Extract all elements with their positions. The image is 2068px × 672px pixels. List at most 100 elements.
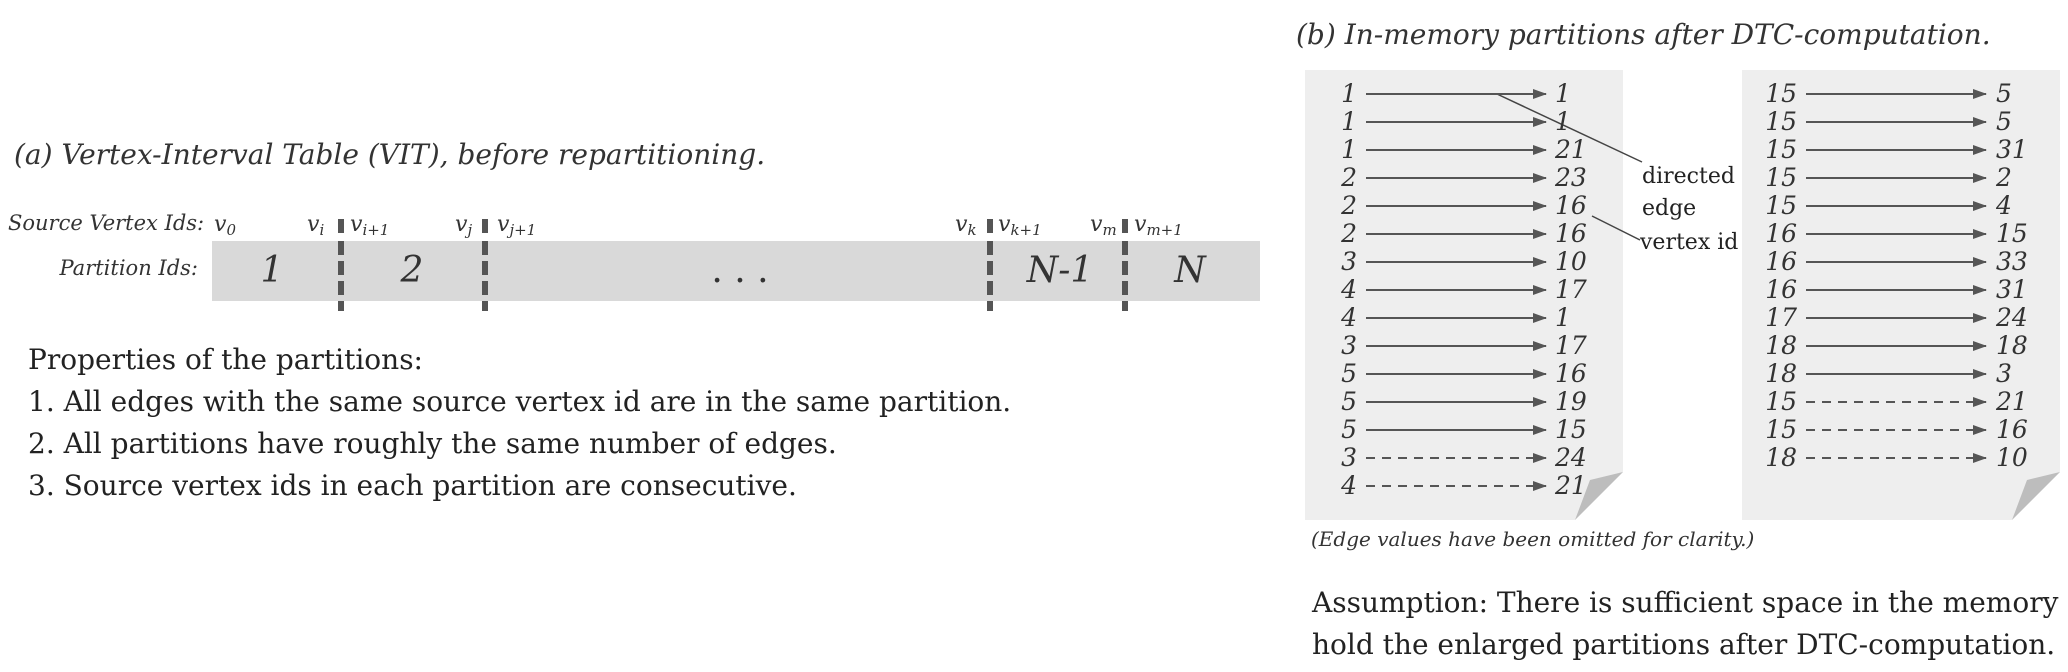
right-edge-src-13: 18 [1765, 443, 1797, 472]
left-edge-src-13: 3 [1341, 443, 1357, 472]
vertex-label-vm: vm [1090, 212, 1117, 239]
assumption-line-2: hold the enlarged partitions after DTC-c… [1312, 628, 2056, 661]
left-edge-src-9: 3 [1341, 331, 1357, 360]
left-edge-src-3: 2 [1340, 163, 1357, 192]
right-edge-src-5: 16 [1765, 219, 1797, 248]
annotation-directed: directed [1642, 164, 1735, 189]
right-edge-src-9: 18 [1765, 331, 1797, 360]
property-2: 2. All partitions have roughly the same … [28, 427, 837, 460]
separator-top-k [987, 219, 993, 233]
right-edge-src-10: 18 [1765, 359, 1797, 388]
directed-edge-leader [1496, 93, 1643, 163]
vertex-label-vm1: vm+1 [1134, 212, 1183, 239]
right-page-fold [2012, 472, 2060, 520]
right-edge-dst-10: 3 [1996, 359, 2012, 388]
left-edge-src-10: 5 [1341, 359, 1357, 388]
right-edge-dst-13: 10 [1996, 443, 2028, 472]
vertex-label-v0: v0 [214, 212, 236, 239]
left-edge-dst-6: 10 [1555, 247, 1587, 276]
left-edge-dst-8: 1 [1555, 303, 1571, 332]
edge-values-note: (Edge values have been omitted for clari… [1311, 527, 1755, 551]
assumption-line-1: Assumption: There is sufficient space in… [1312, 586, 2068, 619]
right-edge-dst-3: 2 [1995, 163, 2012, 192]
left-edge-src-11: 5 [1341, 387, 1357, 416]
annotation-vertex-id: vertex id [1640, 230, 1739, 255]
left-edge-dst-2: 21 [1554, 135, 1587, 164]
left-edge-dst-12: 15 [1555, 415, 1587, 444]
part-b-title: (b) In-memory partitions after DTC-compu… [1296, 18, 1991, 51]
part-a-title: (a) Vertex-Interval Table (VIT), before … [14, 138, 766, 171]
separator-top-i [338, 219, 344, 233]
vertex-label-vk: vk [955, 212, 977, 239]
right-edge-dst-8: 24 [1995, 303, 2028, 332]
left-edge-src-7: 4 [1340, 275, 1357, 304]
right-edge-dst-5: 15 [1996, 219, 2028, 248]
left-edge-dst-1: 1 [1555, 107, 1571, 136]
left-edge-dst-9: 17 [1555, 331, 1587, 360]
right-edge-dst-0: 5 [1996, 79, 2012, 108]
right-edge-dst-1: 5 [1996, 107, 2012, 136]
property-1: 1. All edges with the same source vertex… [28, 385, 1012, 418]
right-edge-dst-2: 31 [1996, 135, 2028, 164]
partition-id-ellipsis: . . . [711, 250, 769, 291]
separator-k [987, 241, 993, 311]
left-edge-src-14: 4 [1340, 471, 1357, 500]
left-edge-dst-7: 17 [1555, 275, 1587, 304]
right-edge-dst-7: 31 [1996, 275, 2028, 304]
vertex-label-vj: vj [455, 212, 473, 239]
vertex-label-vi: vi [307, 212, 325, 239]
right-edge-dst-4: 4 [1995, 191, 2012, 220]
right-edge-src-11: 15 [1765, 387, 1797, 416]
separator-top-m [1122, 219, 1128, 233]
right-edge-src-1: 15 [1765, 107, 1797, 136]
left-edge-dst-13: 24 [1554, 443, 1587, 472]
right-edge-src-6: 16 [1765, 247, 1797, 276]
left-edge-dst-5: 16 [1555, 219, 1587, 248]
property-3: 3. Source vertex ids in each partition a… [28, 469, 797, 502]
separator-i [338, 241, 344, 311]
separator-j [482, 241, 488, 311]
right-edge-src-4: 15 [1765, 191, 1797, 220]
left-edge-src-6: 3 [1341, 247, 1357, 276]
left-partition-page [1305, 70, 1623, 520]
vertex-label-vk1: vk+1 [998, 212, 1042, 239]
separator-top-j [482, 219, 488, 233]
left-edge-dst-0: 1 [1555, 79, 1571, 108]
left-edge-src-2: 1 [1341, 135, 1357, 164]
partition-id-n-1: N-1 [1026, 250, 1094, 291]
source-vertex-ids-label: Source Vertex Ids: [8, 211, 205, 235]
left-edge-src-0: 1 [1341, 79, 1357, 108]
left-edge-dst-11: 19 [1555, 387, 1587, 416]
partition-id-n: N [1174, 250, 1206, 291]
left-edge-src-4: 2 [1340, 191, 1357, 220]
right-partition-page [1742, 70, 2060, 520]
right-edge-src-2: 15 [1765, 135, 1797, 164]
vertex-label-vi1: vi+1 [350, 212, 390, 239]
properties-heading: Properties of the partitions: [28, 343, 423, 376]
right-edge-src-12: 15 [1765, 415, 1797, 444]
vertex-id-leader [1591, 215, 1641, 241]
vertex-interval-table-bar [212, 241, 1260, 301]
left-edge-src-12: 5 [1341, 415, 1357, 444]
left-edge-src-8: 4 [1340, 303, 1357, 332]
right-edge-dst-12: 16 [1996, 415, 2028, 444]
right-edge-dst-11: 21 [1995, 387, 2028, 416]
right-edge-src-8: 17 [1765, 303, 1797, 332]
right-edge-src-0: 15 [1765, 79, 1797, 108]
right-edge-dst-9: 18 [1996, 331, 2028, 360]
left-edge-src-5: 2 [1340, 219, 1357, 248]
partition-id-1: 1 [260, 250, 284, 291]
vertex-label-vj1: vj+1 [497, 212, 537, 239]
left-edge-dst-10: 16 [1555, 359, 1587, 388]
left-edge-src-1: 1 [1341, 107, 1357, 136]
right-edge-src-7: 16 [1765, 275, 1797, 304]
left-edge-dst-3: 23 [1554, 163, 1587, 192]
partition-id-2: 2 [400, 250, 424, 291]
separator-m [1122, 241, 1128, 311]
partition-ids-label: Partition Ids: [59, 256, 199, 280]
annotation-edge: edge [1642, 196, 1697, 221]
left-page-fold [1575, 472, 1623, 520]
right-edge-src-3: 15 [1765, 163, 1797, 192]
right-edge-dst-6: 33 [1996, 247, 2028, 276]
